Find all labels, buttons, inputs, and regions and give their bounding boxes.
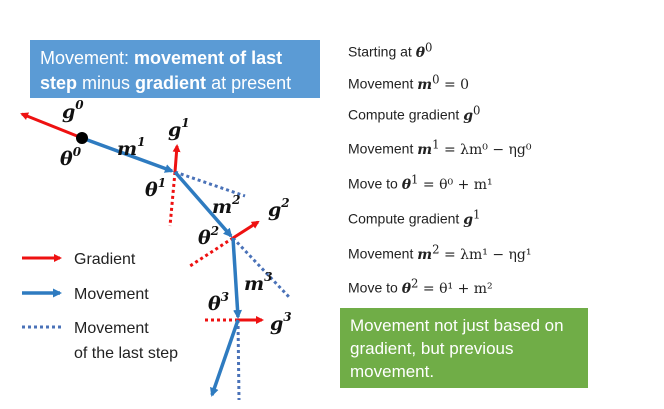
theta0-point [76, 132, 88, 144]
label-g2: g2 [268, 196, 290, 221]
top-box-text-2: movement of last step [40, 48, 283, 93]
step-2: Movement m0 = 0 [348, 72, 469, 93]
label-theta0: θ0 [60, 145, 82, 170]
label-m1: m1 [117, 135, 145, 160]
label-g1: g1 [168, 116, 190, 141]
step-2-sup: 0 [432, 72, 440, 86]
label-theta1: θ1 [145, 176, 166, 201]
movement-arrow-m1 [81, 136, 174, 173]
step-1: Starting at θ0 [348, 40, 432, 61]
step-4-rest: = λm⁰ − ηg⁰ [439, 141, 532, 158]
gradient-arrow-g2 [232, 220, 260, 240]
step-7: Movement m2 = λm¹ − ηg¹ [348, 242, 531, 263]
step-3: Compute gradient g0 [348, 103, 480, 124]
legend: Gradient Movement Movement of the last s… [22, 251, 178, 362]
last-step-line-2 [231, 236, 292, 300]
step-5: Move to θ1 = θ⁰ + m¹ [348, 172, 493, 193]
step-4-math: m [417, 141, 433, 158]
step-1-math: θ [415, 44, 426, 61]
step-8-text: Move to [348, 279, 402, 296]
movement-arrow-m3 [231, 237, 243, 319]
step-6-math: g [463, 211, 473, 228]
top-box-text-1: Movement: [40, 48, 135, 68]
gradient-arrow-g0 [20, 112, 83, 140]
label-m2: m2 [212, 193, 240, 218]
top-box-text-4: gradient [135, 73, 207, 93]
step-7-sup: 2 [432, 242, 440, 256]
legend-last-step-label-2: of the last step [74, 345, 178, 362]
step-5-sup: 1 [411, 172, 419, 186]
step-4-text: Movement [348, 140, 418, 157]
step-7-rest: = λm¹ − ηg¹ [439, 246, 532, 263]
top-explanation-box: Movement: movement of last step minus gr… [30, 40, 320, 98]
gradient-arrow-g1 [172, 144, 181, 173]
step-1-sup: 0 [425, 40, 433, 54]
label-m3: m3 [244, 270, 272, 295]
movement-arrow-m2 [173, 170, 233, 238]
step-8: Move to θ2 = θ¹ + m² [348, 276, 493, 297]
step-3-math: g [463, 107, 473, 124]
last-step-line-1 [174, 170, 246, 198]
step-2-math: m [417, 76, 433, 93]
step-2-text: Movement [348, 75, 418, 92]
label-theta2: θ2 [198, 224, 219, 249]
step-5-rest: = θ⁰ + m¹ [418, 176, 493, 193]
legend-last-step-label-1: Movement [74, 320, 149, 337]
step-4: Movement m1 = λm⁰ − ηg⁰ [348, 137, 531, 158]
last-step-line-3 [236, 319, 241, 401]
legend-gradient-label: Gradient [74, 251, 136, 268]
step-5-text: Move to [348, 175, 402, 192]
neg-gradient-line-2 [189, 236, 234, 268]
step-3-text: Compute gradient [348, 106, 464, 123]
step-8-sup: 2 [411, 276, 419, 290]
step-5-math: θ [401, 176, 412, 193]
bottom-box-text: Movement not just based on gradient, but… [350, 316, 564, 381]
label-g0: g0 [62, 98, 84, 123]
step-3-sup: 0 [472, 103, 481, 117]
step-7-math: m [417, 246, 433, 263]
top-box-text-5: at present [206, 73, 292, 93]
top-box-text-3: minus [77, 73, 136, 93]
step-4-sup: 1 [432, 137, 440, 151]
neg-gradient-line-1 [168, 171, 177, 227]
step-8-rest: = θ¹ + m² [418, 280, 493, 297]
step-1-text: Starting at [348, 43, 416, 60]
legend-movement-label: Movement [74, 286, 149, 303]
bottom-explanation-box: Movement not just based on gradient, but… [340, 308, 588, 388]
step-6-text: Compute gradient [348, 210, 464, 227]
step-7-text: Movement [348, 245, 418, 262]
label-theta3: θ3 [208, 290, 229, 315]
movement-arrow-m4 [210, 319, 240, 397]
label-g3: g3 [270, 310, 292, 335]
step-6: Compute gradient g1 [348, 207, 480, 228]
step-6-sup: 1 [472, 207, 481, 221]
step-8-math: θ [401, 280, 412, 297]
step-2-rest: = 0 [439, 76, 470, 93]
